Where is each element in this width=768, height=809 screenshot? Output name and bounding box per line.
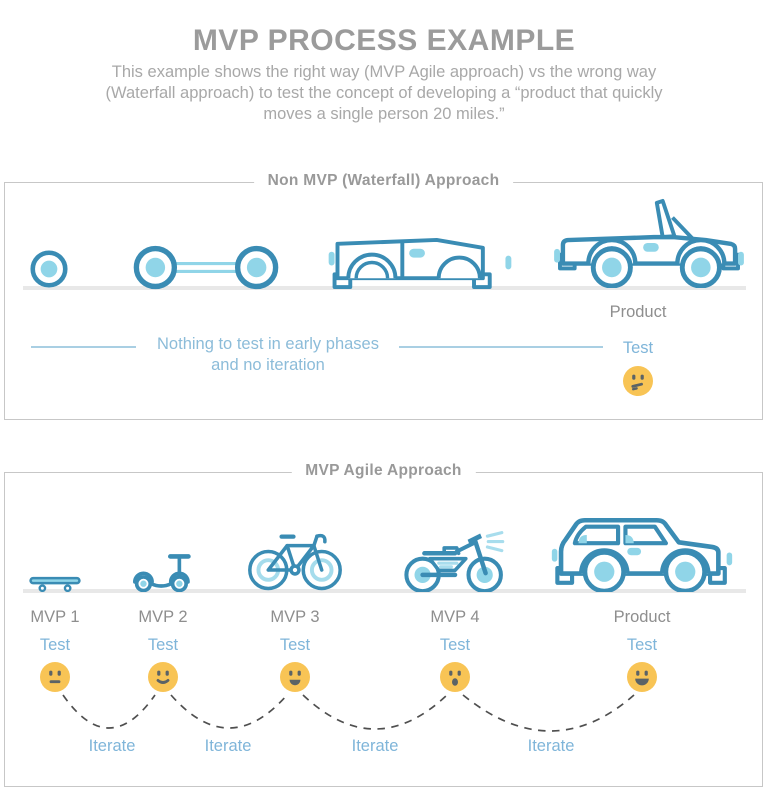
iterate-label-3: Iterate — [351, 737, 399, 755]
skeptical-face-icon — [623, 366, 653, 396]
iterate-arc — [62, 694, 156, 729]
motorcycle-icon — [404, 531, 505, 592]
page-title: MVP PROCESS EXAMPLE — [192, 24, 576, 57]
page-subtitle-line-3: moves a single person 20 miles.” — [263, 105, 505, 123]
waterfall-note-line-2: and no iteration — [211, 356, 325, 374]
test-label-1: Test — [39, 636, 71, 654]
iterate-label-4: Iterate — [527, 737, 575, 755]
agile-panel-header: MVP Agile Approach — [291, 462, 476, 480]
ground-line — [23, 589, 746, 593]
test-label-5: Test — [626, 636, 658, 654]
iterate-arc — [302, 694, 448, 730]
bicycle-icon — [248, 533, 342, 591]
convertible-car-icon — [554, 198, 744, 288]
stage-label-mvp2: MVP 2 — [138, 608, 188, 626]
stage-label-product: Product — [613, 608, 671, 626]
stage-label-mvp3: MVP 3 — [270, 608, 320, 626]
iterate-arc — [462, 694, 635, 732]
smile-face-icon — [280, 662, 310, 692]
stage-label-mvp4: MVP 4 — [430, 608, 480, 626]
slight-smile-face-icon — [148, 662, 178, 692]
waterfall-product-label: Product — [609, 303, 667, 321]
scooter-icon — [133, 554, 191, 592]
waterfall-panel-header: Non MVP (Waterfall) Approach — [253, 172, 514, 190]
ground-line — [23, 286, 746, 290]
test-label-4: Test — [439, 636, 471, 654]
note-left-line — [31, 346, 136, 348]
iterate-label-2: Iterate — [204, 737, 252, 755]
iterate-arc — [170, 694, 288, 729]
page-subtitle-line-1: This example shows the right way (MVP Ag… — [111, 63, 657, 81]
car-body-icon — [328, 237, 512, 290]
test-label-2: Test — [147, 636, 179, 654]
grin-face-icon — [627, 662, 657, 692]
stage-label-mvp1: MVP 1 — [30, 608, 80, 626]
wheel-icon — [30, 250, 68, 288]
wheel-axle-icon — [133, 245, 279, 290]
surprised-face-icon — [440, 662, 470, 692]
waterfall-panel: Non MVP (Waterfall) Approach — [4, 172, 763, 420]
suv-car-icon — [551, 517, 733, 592]
note-right-line — [399, 346, 603, 348]
test-label-3: Test — [279, 636, 311, 654]
neutral-face-icon — [40, 662, 70, 692]
page-subtitle-line-2: (Waterfall approach) to test the concept… — [105, 84, 663, 102]
iterate-arcs — [62, 694, 635, 732]
agile-panel: MVP Agile Approach — [4, 462, 763, 787]
waterfall-test-label: Test — [622, 339, 654, 357]
skateboard-icon — [29, 576, 81, 592]
waterfall-note-line-1: Nothing to test in early phases — [157, 335, 379, 353]
iterate-label-1: Iterate — [88, 737, 136, 755]
